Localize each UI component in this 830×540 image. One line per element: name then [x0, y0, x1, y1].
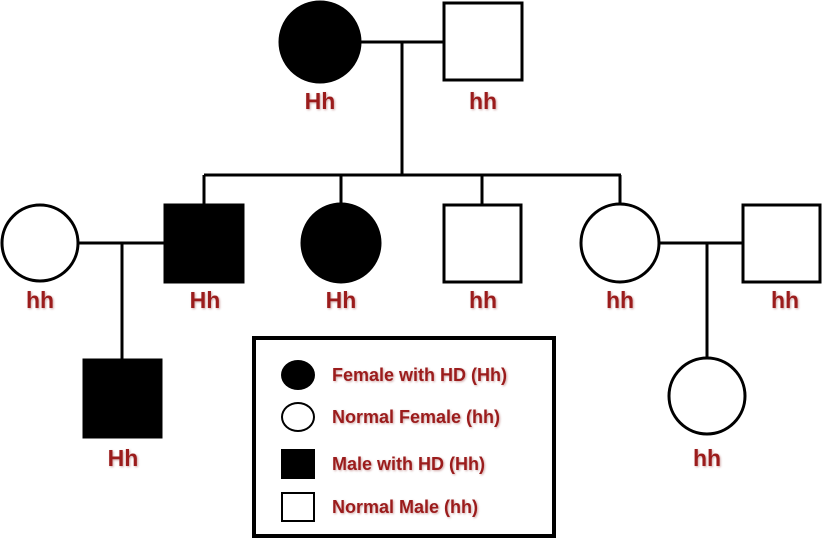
genotype-label: hh [770, 287, 800, 313]
normal-female [579, 202, 661, 284]
genotype-label: hh [468, 287, 498, 313]
legend: Female with HD (Hh) Normal Female (hh) M… [252, 336, 556, 538]
genotype-label: hh [692, 445, 722, 471]
normal-female [0, 203, 80, 283]
legend-item: Female with HD (Hh) [256, 360, 507, 390]
legend-label: Male with HD (Hh) [332, 453, 485, 474]
legend-item: Normal Male (hh) [256, 492, 478, 522]
open-square-icon [278, 492, 318, 522]
affected-female [278, 0, 362, 84]
genotype-label: hh [468, 88, 498, 114]
legend-item: Male with HD (Hh) [256, 449, 485, 479]
genotype-label: Hh [189, 287, 221, 313]
legend-label: Female with HD (Hh) [332, 364, 508, 385]
normal-female [667, 356, 747, 436]
normal-male [741, 203, 822, 284]
affected-female [300, 202, 382, 284]
filled-square-icon [278, 449, 318, 479]
genotype-label: Hh [304, 88, 336, 114]
legend-label: Normal Male (hh) [332, 496, 479, 517]
normal-male [442, 1, 524, 82]
legend-label: Normal Female (hh) [332, 406, 501, 427]
open-circle-icon [278, 402, 318, 432]
legend-item: Normal Female (hh) [256, 402, 500, 432]
genotype-label: Hh [107, 445, 139, 471]
pedigree-lines [79, 40, 743, 360]
genotype-label: hh [605, 287, 635, 313]
genotype-label: Hh [325, 287, 357, 313]
normal-male [442, 203, 523, 284]
affected-male [163, 203, 245, 284]
affected-male [82, 358, 163, 439]
filled-circle-icon [278, 360, 318, 390]
genotype-label: hh [25, 287, 55, 313]
